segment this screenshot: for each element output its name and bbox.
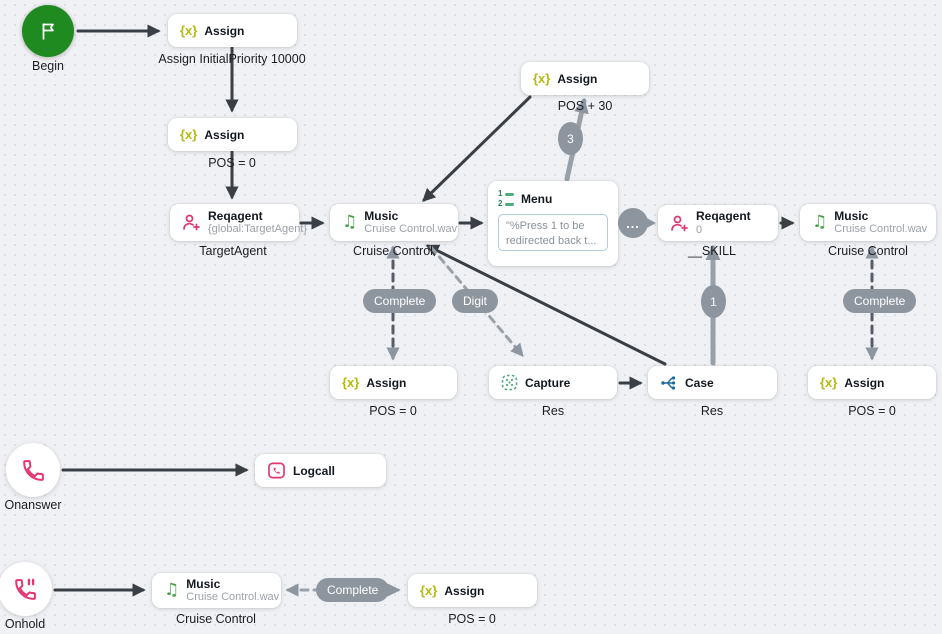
- music-main-caption: Cruise Control: [353, 244, 433, 258]
- node-title: Music: [364, 208, 399, 223]
- braces-x-icon: {x}: [180, 127, 198, 142]
- braces-x-icon: {x}: [820, 375, 838, 390]
- edge-badge-more[interactable]: ...: [618, 208, 656, 238]
- case-caption: Res: [700, 404, 724, 418]
- music-note-icon: ♫: [164, 580, 180, 600]
- node-subtitle: 0: [696, 223, 703, 236]
- assign-pos-right-caption: POS = 0: [848, 404, 896, 418]
- music-main-node[interactable]: ♫ Music Cruise Control.wav: [330, 204, 458, 241]
- assign-onhold-caption: POS = 0: [448, 612, 496, 626]
- music-note-icon: ♫: [812, 212, 828, 232]
- phone-log-icon: [267, 461, 286, 480]
- assign-pos-top-node[interactable]: {x} Assign: [168, 118, 297, 151]
- assign-initial-node[interactable]: {x} Assign: [168, 14, 297, 47]
- logcall-node[interactable]: Logcall: [255, 454, 386, 487]
- node-title: Assign: [557, 71, 598, 86]
- node-title: Assign: [844, 375, 885, 390]
- edge-badge-complete[interactable]: Complete: [363, 289, 437, 313]
- node-title: Assign: [366, 375, 407, 390]
- menu-prompt-box[interactable]: "%Press 1 to be redirected back t...: [498, 214, 608, 251]
- edge-badge-complete[interactable]: Complete: [843, 289, 917, 313]
- music-right-caption: Cruise Control: [828, 244, 908, 258]
- begin-label: Begin: [32, 59, 64, 73]
- assign-initial-caption: Assign InitialPriority 10000: [158, 52, 306, 66]
- onanswer-label: Onanswer: [4, 498, 62, 512]
- node-title: Assign: [444, 583, 485, 598]
- branch-icon: [660, 375, 678, 391]
- assign-pos-right-node[interactable]: {x} Assign: [808, 366, 936, 399]
- phone-hold-icon: [13, 577, 38, 602]
- assign-pos-left-node[interactable]: {x} Assign: [330, 366, 457, 399]
- edge-badge-3[interactable]: 3: [558, 122, 583, 155]
- keypad-dots-icon: [501, 374, 518, 391]
- onhold-node[interactable]: [0, 562, 52, 616]
- music-onhold-caption: Cruise Control: [176, 612, 256, 626]
- reqagent-skill-node[interactable]: Reqagent 0: [658, 205, 778, 241]
- braces-x-icon: {x}: [342, 375, 360, 390]
- person-add-icon: [182, 213, 201, 232]
- assign-pos30-node[interactable]: {x} Assign: [521, 62, 649, 95]
- onanswer-node[interactable]: [6, 443, 60, 497]
- node-title: Reqagent: [696, 209, 751, 224]
- assign-pos-left-caption: POS = 0: [369, 404, 417, 418]
- node-subtitle: {global:TargetAgent}: [208, 223, 308, 236]
- node-title: Reqagent: [208, 208, 263, 223]
- capture-caption: Res: [541, 404, 565, 418]
- node-title: Music: [186, 576, 221, 591]
- reqagent-target-node[interactable]: Reqagent {global:TargetAgent}: [170, 204, 307, 241]
- music-note-icon: ♫: [342, 212, 358, 232]
- onhold-label: Onhold: [4, 617, 46, 631]
- phone-icon: [21, 458, 46, 483]
- braces-x-icon: {x}: [533, 71, 551, 86]
- begin-node[interactable]: [22, 5, 74, 57]
- edge-badge-complete[interactable]: Complete: [316, 578, 390, 602]
- edge-badge-digit[interactable]: Digit: [452, 289, 499, 313]
- braces-x-icon: {x}: [180, 23, 198, 38]
- node-subtitle: Cruise Control.wav: [186, 591, 280, 604]
- node-title: Music: [834, 208, 869, 223]
- node-title: Case: [685, 375, 714, 390]
- node-subtitle: Cruise Control.wav: [834, 223, 928, 236]
- node-title: Assign: [204, 127, 245, 142]
- reqagent-target-caption: TargetAgent: [199, 244, 267, 258]
- node-subtitle: Cruise Control.wav: [364, 223, 458, 236]
- menu-node[interactable]: 1 2 Menu "%Press 1 to be redirected back…: [488, 181, 618, 266]
- assign-pos-top-caption: POS = 0: [208, 156, 256, 170]
- numbered-list-icon: 1 2: [498, 190, 514, 208]
- node-title: Assign: [204, 23, 245, 38]
- assign-onhold-node[interactable]: {x} Assign: [408, 574, 537, 607]
- edge-badge-1[interactable]: 1: [701, 285, 726, 318]
- assign-pos30-caption: POS + 30: [557, 99, 613, 113]
- music-onhold-node[interactable]: ♫ Music Cruise Control.wav: [152, 573, 281, 608]
- capture-node[interactable]: Capture: [489, 366, 617, 399]
- node-title: Capture: [525, 375, 571, 390]
- flag-icon: [37, 20, 59, 42]
- arrow-tip: [641, 215, 656, 231]
- node-title: Menu: [521, 192, 553, 206]
- reqagent-skill-caption: __SKILL: [688, 244, 736, 258]
- case-node[interactable]: Case: [648, 366, 777, 399]
- music-right-node[interactable]: ♫ Music Cruise Control.wav: [800, 204, 936, 241]
- braces-x-icon: {x}: [420, 583, 438, 598]
- node-title: Logcall: [293, 463, 336, 478]
- person-add-icon: [670, 214, 689, 233]
